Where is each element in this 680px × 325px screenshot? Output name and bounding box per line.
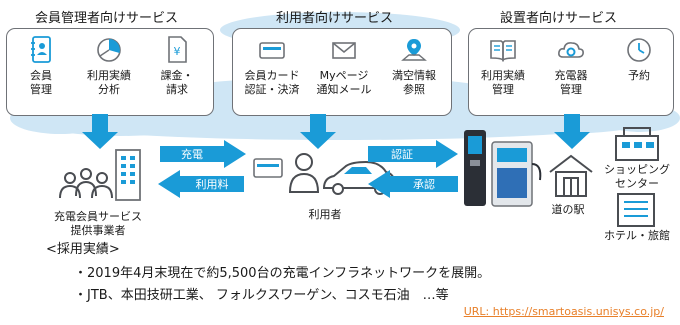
service-label: 予約 (628, 69, 650, 82)
fee-label: 利用料 (195, 178, 229, 191)
authentication-arrow (368, 140, 458, 168)
group-title-installer: 設置者向けサービス (500, 11, 618, 26)
shopping-center-label: ショッピング センター (604, 163, 670, 190)
url-link[interactable]: URL: https://smartoasis.unisys.co.jp/ (463, 305, 664, 318)
adoption-record-bullet: ・JTB、本田技研工業、 フォルクスワーゲン、コスモ石油 …等 (74, 288, 449, 303)
service-label: 会員カード 認証・決済 (244, 69, 300, 96)
installer-services-box: 利用実績 管理 充電器 管理 予約 (468, 28, 674, 116)
charging-arrow (160, 140, 246, 168)
book-icon (490, 40, 516, 62)
service-usage-management: 利用実績 管理 (473, 35, 533, 97)
service-label: 満空情報 参照 (392, 69, 436, 96)
group-title-member-admin: 会員管理者向けサービス (35, 11, 179, 26)
fee-arrow (158, 170, 244, 198)
adoption-record-heading: <採用実績> (46, 242, 120, 257)
hotel-icon (617, 193, 655, 227)
user-label: 利用者 (308, 208, 342, 221)
service-label: 充電器 管理 (554, 69, 588, 96)
authentication-label: 認証 (391, 148, 413, 161)
member-admin-services-box: 会員 管理 利用実績 分析 ¥ 課金・ 請求 (6, 28, 214, 116)
card-icon (259, 42, 285, 59)
service-reservation: 予約 (609, 35, 669, 83)
service-label: 課金・ 請求 (160, 69, 194, 96)
service-label: 利用実績 管理 (481, 69, 525, 96)
down-arrow-installer (554, 114, 590, 149)
adoption-record-bullet: ・2019年4月末現在で約5,500台の充電インフラネットワークを展開。 (74, 266, 491, 281)
approval-label: 承認 (413, 178, 435, 191)
service-label: 利用実績 分析 (87, 69, 131, 96)
map-pin-icon (401, 39, 427, 61)
yen-document-icon: ¥ (168, 36, 187, 63)
approval-arrow (368, 170, 458, 198)
michi-no-eki-icon (549, 154, 593, 197)
down-arrow-provider (82, 114, 118, 149)
envelope-icon (332, 42, 356, 59)
hotel-label: ホテル・旅館 (604, 229, 670, 242)
user-services-box: 会員カード 認証・決済 Myページ 通知メール 満空情報 参照 (232, 28, 452, 116)
charger-station-icon (464, 130, 542, 207)
service-usage-analysis: 利用実績 分析 (79, 35, 139, 97)
service-member-management: 会員 管理 (11, 35, 71, 97)
service-card-auth: 会員カード 認証・決済 (237, 35, 307, 97)
service-charger-management: 充電器 管理 (541, 35, 601, 97)
service-label: Myページ 通知メール (316, 69, 372, 96)
service-billing: ¥ 課金・ 請求 (147, 35, 207, 97)
pie-chart-icon (97, 38, 121, 62)
clock-icon (627, 38, 651, 62)
cloud-gear-icon (558, 42, 584, 58)
member-book-icon (31, 36, 51, 63)
provider-building-icon (59, 149, 141, 201)
member-card-icon (253, 158, 283, 178)
service-label: 会員 管理 (30, 69, 52, 96)
svg-text:¥: ¥ (174, 45, 181, 58)
down-arrow-user (300, 114, 336, 149)
michi-no-eki-label: 道の駅 (551, 203, 585, 216)
charging-label: 充電 (181, 148, 203, 161)
group-title-user: 利用者向けサービス (276, 11, 394, 26)
service-availability: 満空情報 参照 (381, 35, 447, 97)
service-mypage: Myページ 通知メール (311, 35, 377, 97)
shopping-center-icon (615, 127, 659, 161)
provider-label: 充電会員サービス 提供事業者 (54, 210, 142, 237)
